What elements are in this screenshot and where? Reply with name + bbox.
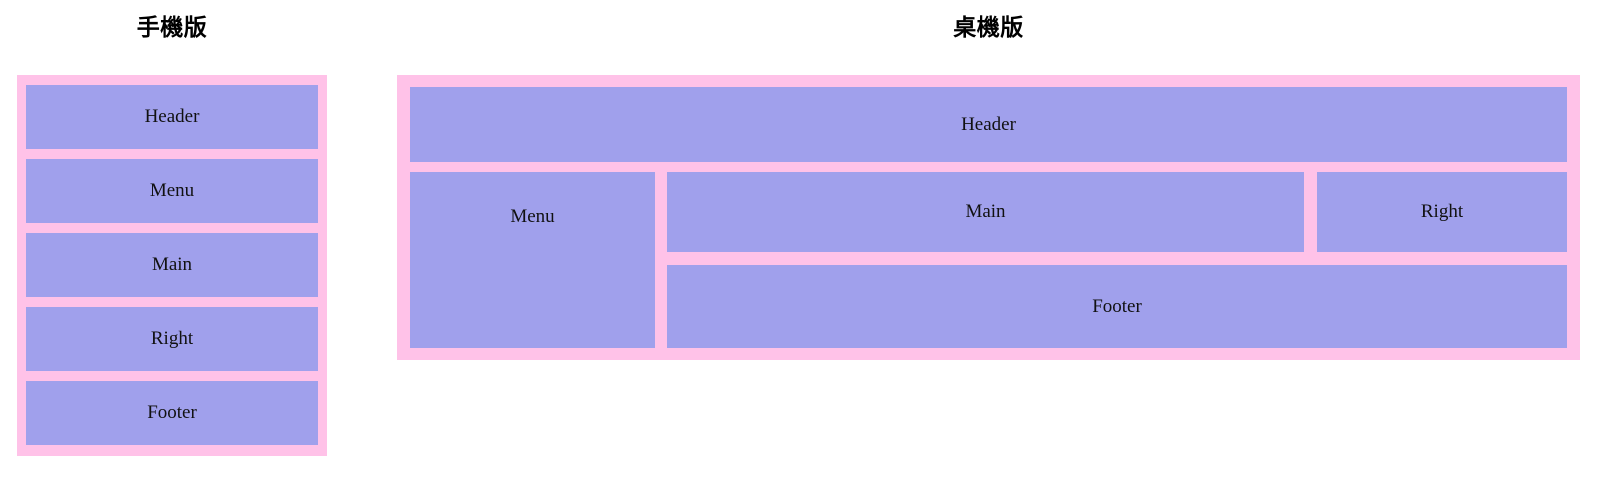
mobile-region-footer: Footer: [26, 381, 318, 445]
mobile-header-label: Header: [144, 106, 200, 127]
mobile-region-menu: Menu: [26, 159, 318, 223]
mobile-region-main: Main: [26, 233, 318, 297]
mobile-wireframe-container: Header Menu Main Right Footer: [17, 75, 327, 456]
mobile-region-header: Header: [26, 85, 318, 149]
mobile-layout-title: 手機版: [136, 15, 208, 41]
mobile-region-right: Right: [26, 307, 318, 371]
mobile-footer-label: Footer: [147, 402, 197, 423]
desktop-footer-label: Footer: [1092, 295, 1142, 317]
desktop-main-label: Main: [965, 201, 1006, 222]
mobile-menu-label: Menu: [149, 180, 195, 201]
desktop-region-right: Right: [1317, 172, 1567, 252]
desktop-region-header: Header: [410, 87, 1567, 162]
desktop-header-label: Header: [961, 113, 1016, 135]
mobile-main-label: Main: [151, 254, 193, 275]
desktop-right-label: Right: [1420, 201, 1464, 222]
desktop-region-main: Main: [667, 172, 1304, 252]
desktop-menu-label: Menu: [510, 206, 555, 227]
mobile-right-label: Right: [150, 328, 194, 349]
desktop-layout-title: 桌機版: [953, 15, 1024, 41]
desktop-region-menu: Menu: [410, 172, 655, 348]
desktop-region-footer: Footer: [667, 265, 1567, 348]
desktop-wireframe-container: Header Menu Main Right Footer: [397, 75, 1580, 360]
